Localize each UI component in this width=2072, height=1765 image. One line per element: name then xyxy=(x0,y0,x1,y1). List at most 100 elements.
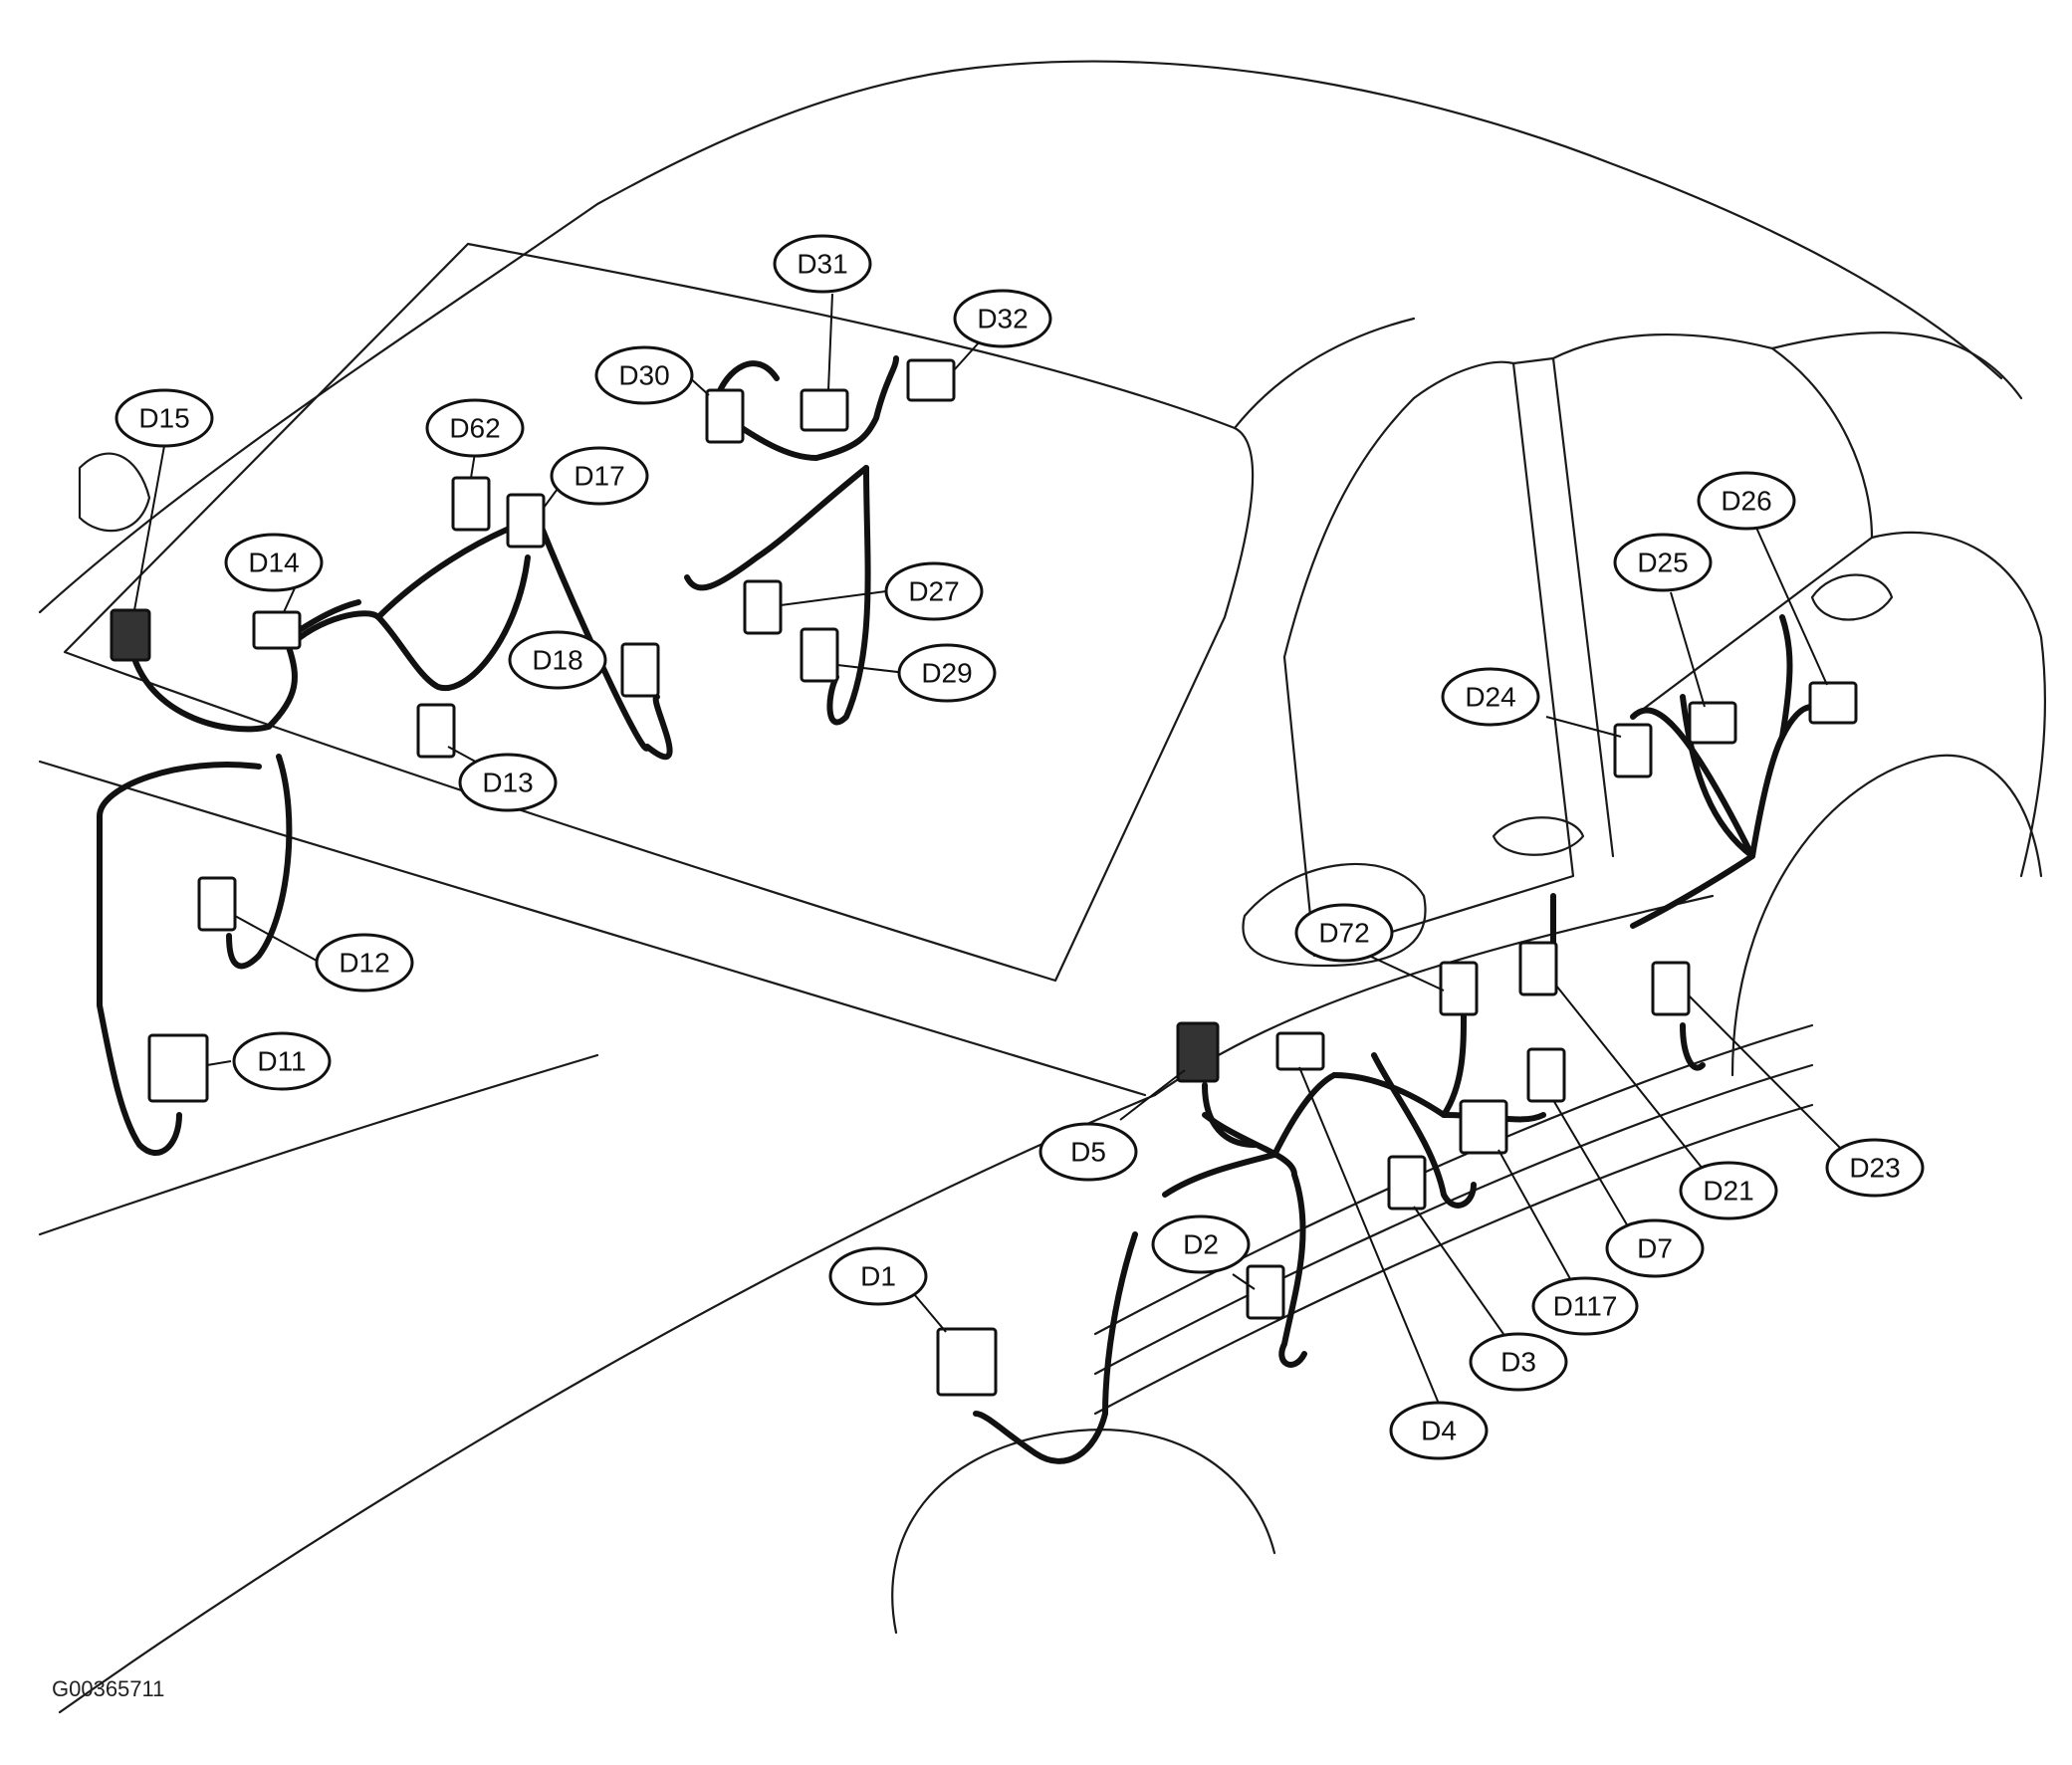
harness-roof-center xyxy=(724,355,899,461)
connector-d117 xyxy=(1459,1099,1508,1155)
figure-id: G00365711 xyxy=(52,1676,165,1701)
harness-d5 xyxy=(1202,1082,1258,1148)
callout-d12: D12 xyxy=(315,933,414,993)
callout-d1: D1 xyxy=(828,1246,928,1306)
callout-d18: D18 xyxy=(508,630,607,690)
connector-d30 xyxy=(705,388,745,444)
callout-d5-label: D5 xyxy=(1070,1137,1106,1168)
leader-d72 xyxy=(1368,955,1445,992)
callout-d32: D32 xyxy=(953,289,1052,348)
a-pillar xyxy=(1233,317,1416,430)
mirror-outline xyxy=(1242,862,1427,968)
harness-dash-left xyxy=(126,554,531,733)
callout-d62-label: D62 xyxy=(449,413,500,444)
connector-d31 xyxy=(800,388,849,432)
hood-line xyxy=(38,760,1147,1097)
harness-d1 xyxy=(973,1231,1138,1464)
leader-d12 xyxy=(234,915,318,962)
callout-d15-label: D15 xyxy=(138,403,189,434)
harness-rear-door xyxy=(1630,614,1793,929)
connector-d3 xyxy=(1387,1155,1427,1211)
callout-d23-label: D23 xyxy=(1849,1153,1900,1184)
harness-roof-branch xyxy=(684,465,869,591)
leader-d3 xyxy=(1413,1206,1504,1335)
connector-d29 xyxy=(800,627,839,683)
connector-d5 xyxy=(1176,1021,1220,1083)
callout-d27-label: D27 xyxy=(908,576,959,607)
callout-d2: D2 xyxy=(1151,1214,1251,1274)
callout-d11: D11 xyxy=(232,1031,332,1091)
callout-d25: D25 xyxy=(1613,533,1713,592)
connector-d15 xyxy=(110,608,151,662)
callout-d29-label: D29 xyxy=(921,658,972,689)
connector-d12 xyxy=(197,876,237,932)
connector-d14 xyxy=(252,610,302,650)
callout-d13: D13 xyxy=(458,753,558,812)
dash-left-trim xyxy=(78,452,151,533)
callout-d17: D17 xyxy=(550,446,649,506)
callout-d3: D3 xyxy=(1469,1332,1568,1392)
callout-d24: D24 xyxy=(1441,667,1540,727)
callout-d14-label: D14 xyxy=(248,548,299,578)
callout-d27: D27 xyxy=(884,561,984,621)
connector-d25 xyxy=(1688,701,1737,745)
leader-d27 xyxy=(780,590,887,606)
connector-d13 xyxy=(416,703,456,759)
leader-d11 xyxy=(206,1060,232,1066)
connector-d2 xyxy=(1246,1264,1285,1320)
front-door-handle xyxy=(1492,816,1585,856)
front-door-window xyxy=(1282,360,1575,958)
callout-d13-label: D13 xyxy=(482,768,533,798)
callout-d4-label: D4 xyxy=(1421,1416,1457,1446)
leader-d1 xyxy=(913,1293,947,1333)
leader-d29 xyxy=(836,664,907,674)
callout-d62: D62 xyxy=(425,398,525,458)
connector-d23 xyxy=(1651,961,1691,1016)
front-door-lower xyxy=(1153,894,1715,1097)
connector-d17 xyxy=(506,493,546,549)
callout-d26-label: D26 xyxy=(1721,486,1771,517)
callout-d31-label: D31 xyxy=(797,249,847,280)
callout-d31: D31 xyxy=(773,234,872,294)
fender-line xyxy=(58,1093,1157,1714)
leader-d5 xyxy=(1119,1069,1186,1121)
connector-d7 xyxy=(1526,1047,1566,1103)
callout-d4: D4 xyxy=(1389,1401,1489,1460)
leader-d2 xyxy=(1232,1273,1256,1290)
callout-d7-label: D7 xyxy=(1637,1233,1673,1264)
front-wheel-arch xyxy=(891,1429,1276,1635)
callout-d3-label: D3 xyxy=(1500,1347,1536,1378)
callout-d5: D5 xyxy=(1038,1122,1138,1182)
connector-d26 xyxy=(1808,681,1858,725)
harness-d2-branch xyxy=(1162,1072,1337,1198)
callout-d1-label: D1 xyxy=(860,1261,896,1292)
callout-d11-label: D11 xyxy=(257,1046,306,1077)
callout-d30: D30 xyxy=(594,345,694,405)
leader-d32 xyxy=(953,339,982,371)
connector-d18 xyxy=(620,642,660,698)
callout-d15: D15 xyxy=(115,388,214,448)
callout-d17-label: D17 xyxy=(574,461,624,492)
callout-d23: D23 xyxy=(1825,1138,1925,1198)
connector-d32 xyxy=(906,358,956,402)
trunk-line xyxy=(1770,331,2023,400)
leader-d31 xyxy=(827,293,833,391)
callout-d12-label: D12 xyxy=(339,948,389,979)
hood-front-line xyxy=(38,1053,599,1236)
sill-line-3 xyxy=(1093,1103,1814,1416)
connector-d4 xyxy=(1275,1031,1325,1071)
leader-d15 xyxy=(133,445,165,611)
connector-d24 xyxy=(1613,723,1653,778)
roof-line xyxy=(38,60,2003,614)
leader-d24 xyxy=(1545,716,1622,738)
leader-d7 xyxy=(1552,1099,1629,1227)
windshield-outline xyxy=(63,242,1255,983)
leader-d117 xyxy=(1497,1149,1574,1285)
callout-d7: D7 xyxy=(1605,1218,1705,1278)
connector-d72 xyxy=(1439,961,1479,1016)
connector-group xyxy=(110,358,1858,1397)
rear-door-window xyxy=(1551,332,1874,719)
leader-lines xyxy=(133,293,1846,1405)
